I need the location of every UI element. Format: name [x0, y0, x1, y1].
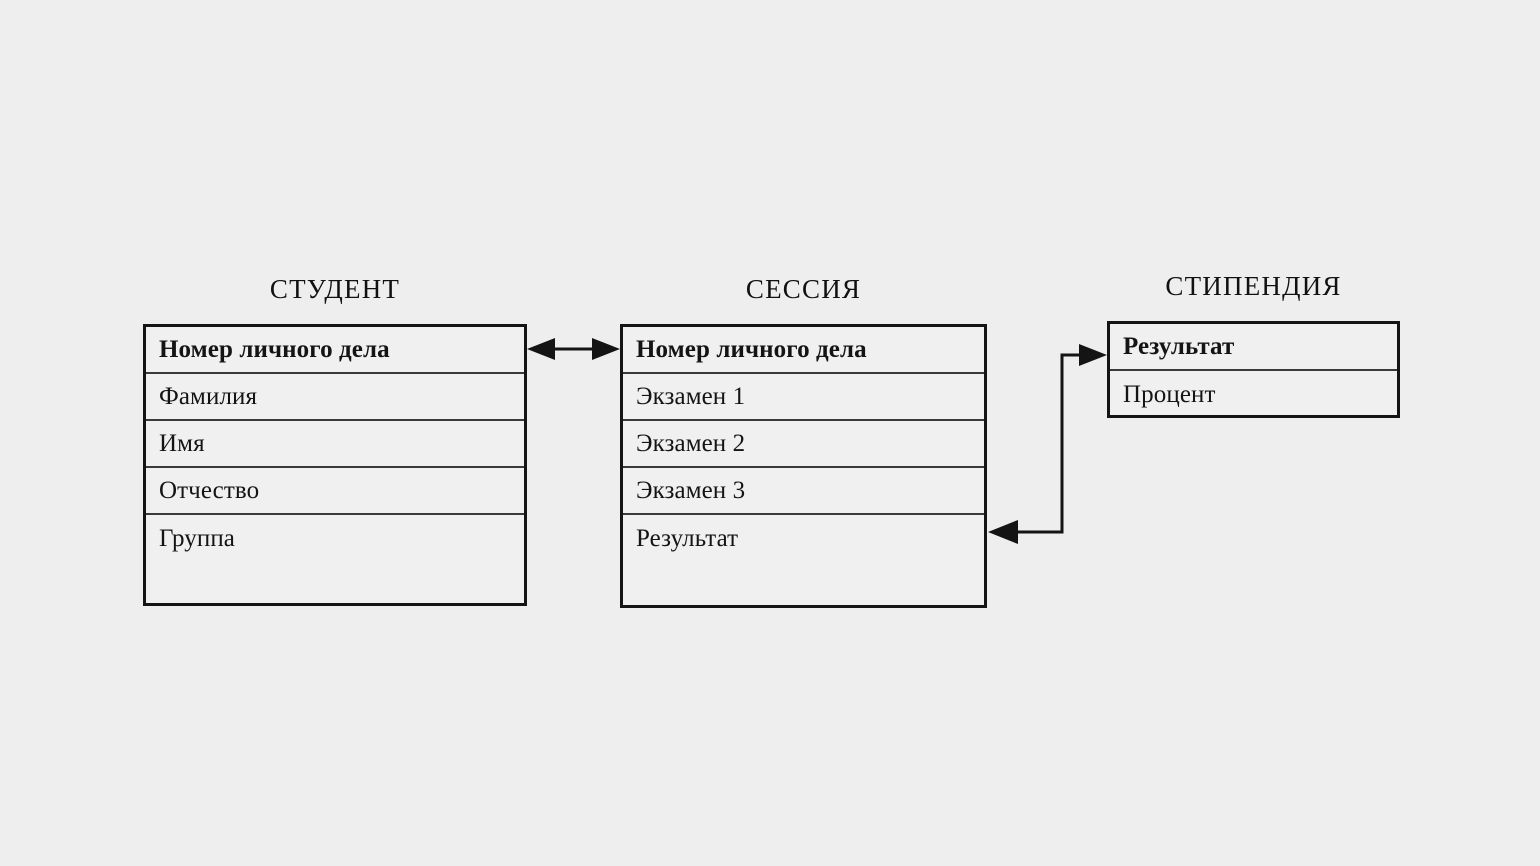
- connector-session-scholarship-path: [1016, 353, 1085, 534]
- entity-session-field-0[interactable]: Номер личного дела: [623, 327, 984, 374]
- connector-session-scholarship: [988, 344, 1107, 544]
- connector-student-session: [527, 338, 620, 360]
- entity-student-field-3[interactable]: Отчество: [146, 468, 524, 515]
- entity-student-field-1[interactable]: Фамилия: [146, 374, 524, 421]
- arrowhead-left-session-result: [988, 520, 1018, 544]
- entity-session-field-1[interactable]: Экзамен 1: [623, 374, 984, 421]
- entity-student-field-2[interactable]: Имя: [146, 421, 524, 468]
- entity-student-field-4[interactable]: Группа: [159, 524, 236, 552]
- entity-scholarship-title: СТИПЕНДИЯ: [1165, 271, 1342, 301]
- entity-student-box: Номер личного дела Фамилия Имя Отчество …: [143, 324, 527, 606]
- arrowhead-right-scholarship: [1079, 344, 1107, 366]
- entity-scholarship-box: Результат Процент: [1107, 321, 1400, 418]
- arrowhead-right-session: [592, 338, 620, 360]
- entity-scholarship-field-1[interactable]: Процент: [1123, 380, 1216, 408]
- entity-student-title: СТУДЕНТ: [269, 274, 401, 304]
- entity-student-field-0[interactable]: Номер личного дела: [146, 327, 524, 374]
- entity-session-title: СЕССИЯ: [745, 274, 862, 304]
- entity-session-field-3[interactable]: Экзамен 3: [623, 468, 984, 515]
- entity-session-box: Номер личного дела Экзамен 1 Экзамен 2 Э…: [620, 324, 987, 608]
- entity-session-field-2[interactable]: Экзамен 2: [623, 421, 984, 468]
- arrowhead-left-student: [527, 338, 555, 360]
- entity-session-field-4[interactable]: Результат: [636, 524, 739, 552]
- entity-scholarship-field-0[interactable]: Результат: [1110, 324, 1397, 371]
